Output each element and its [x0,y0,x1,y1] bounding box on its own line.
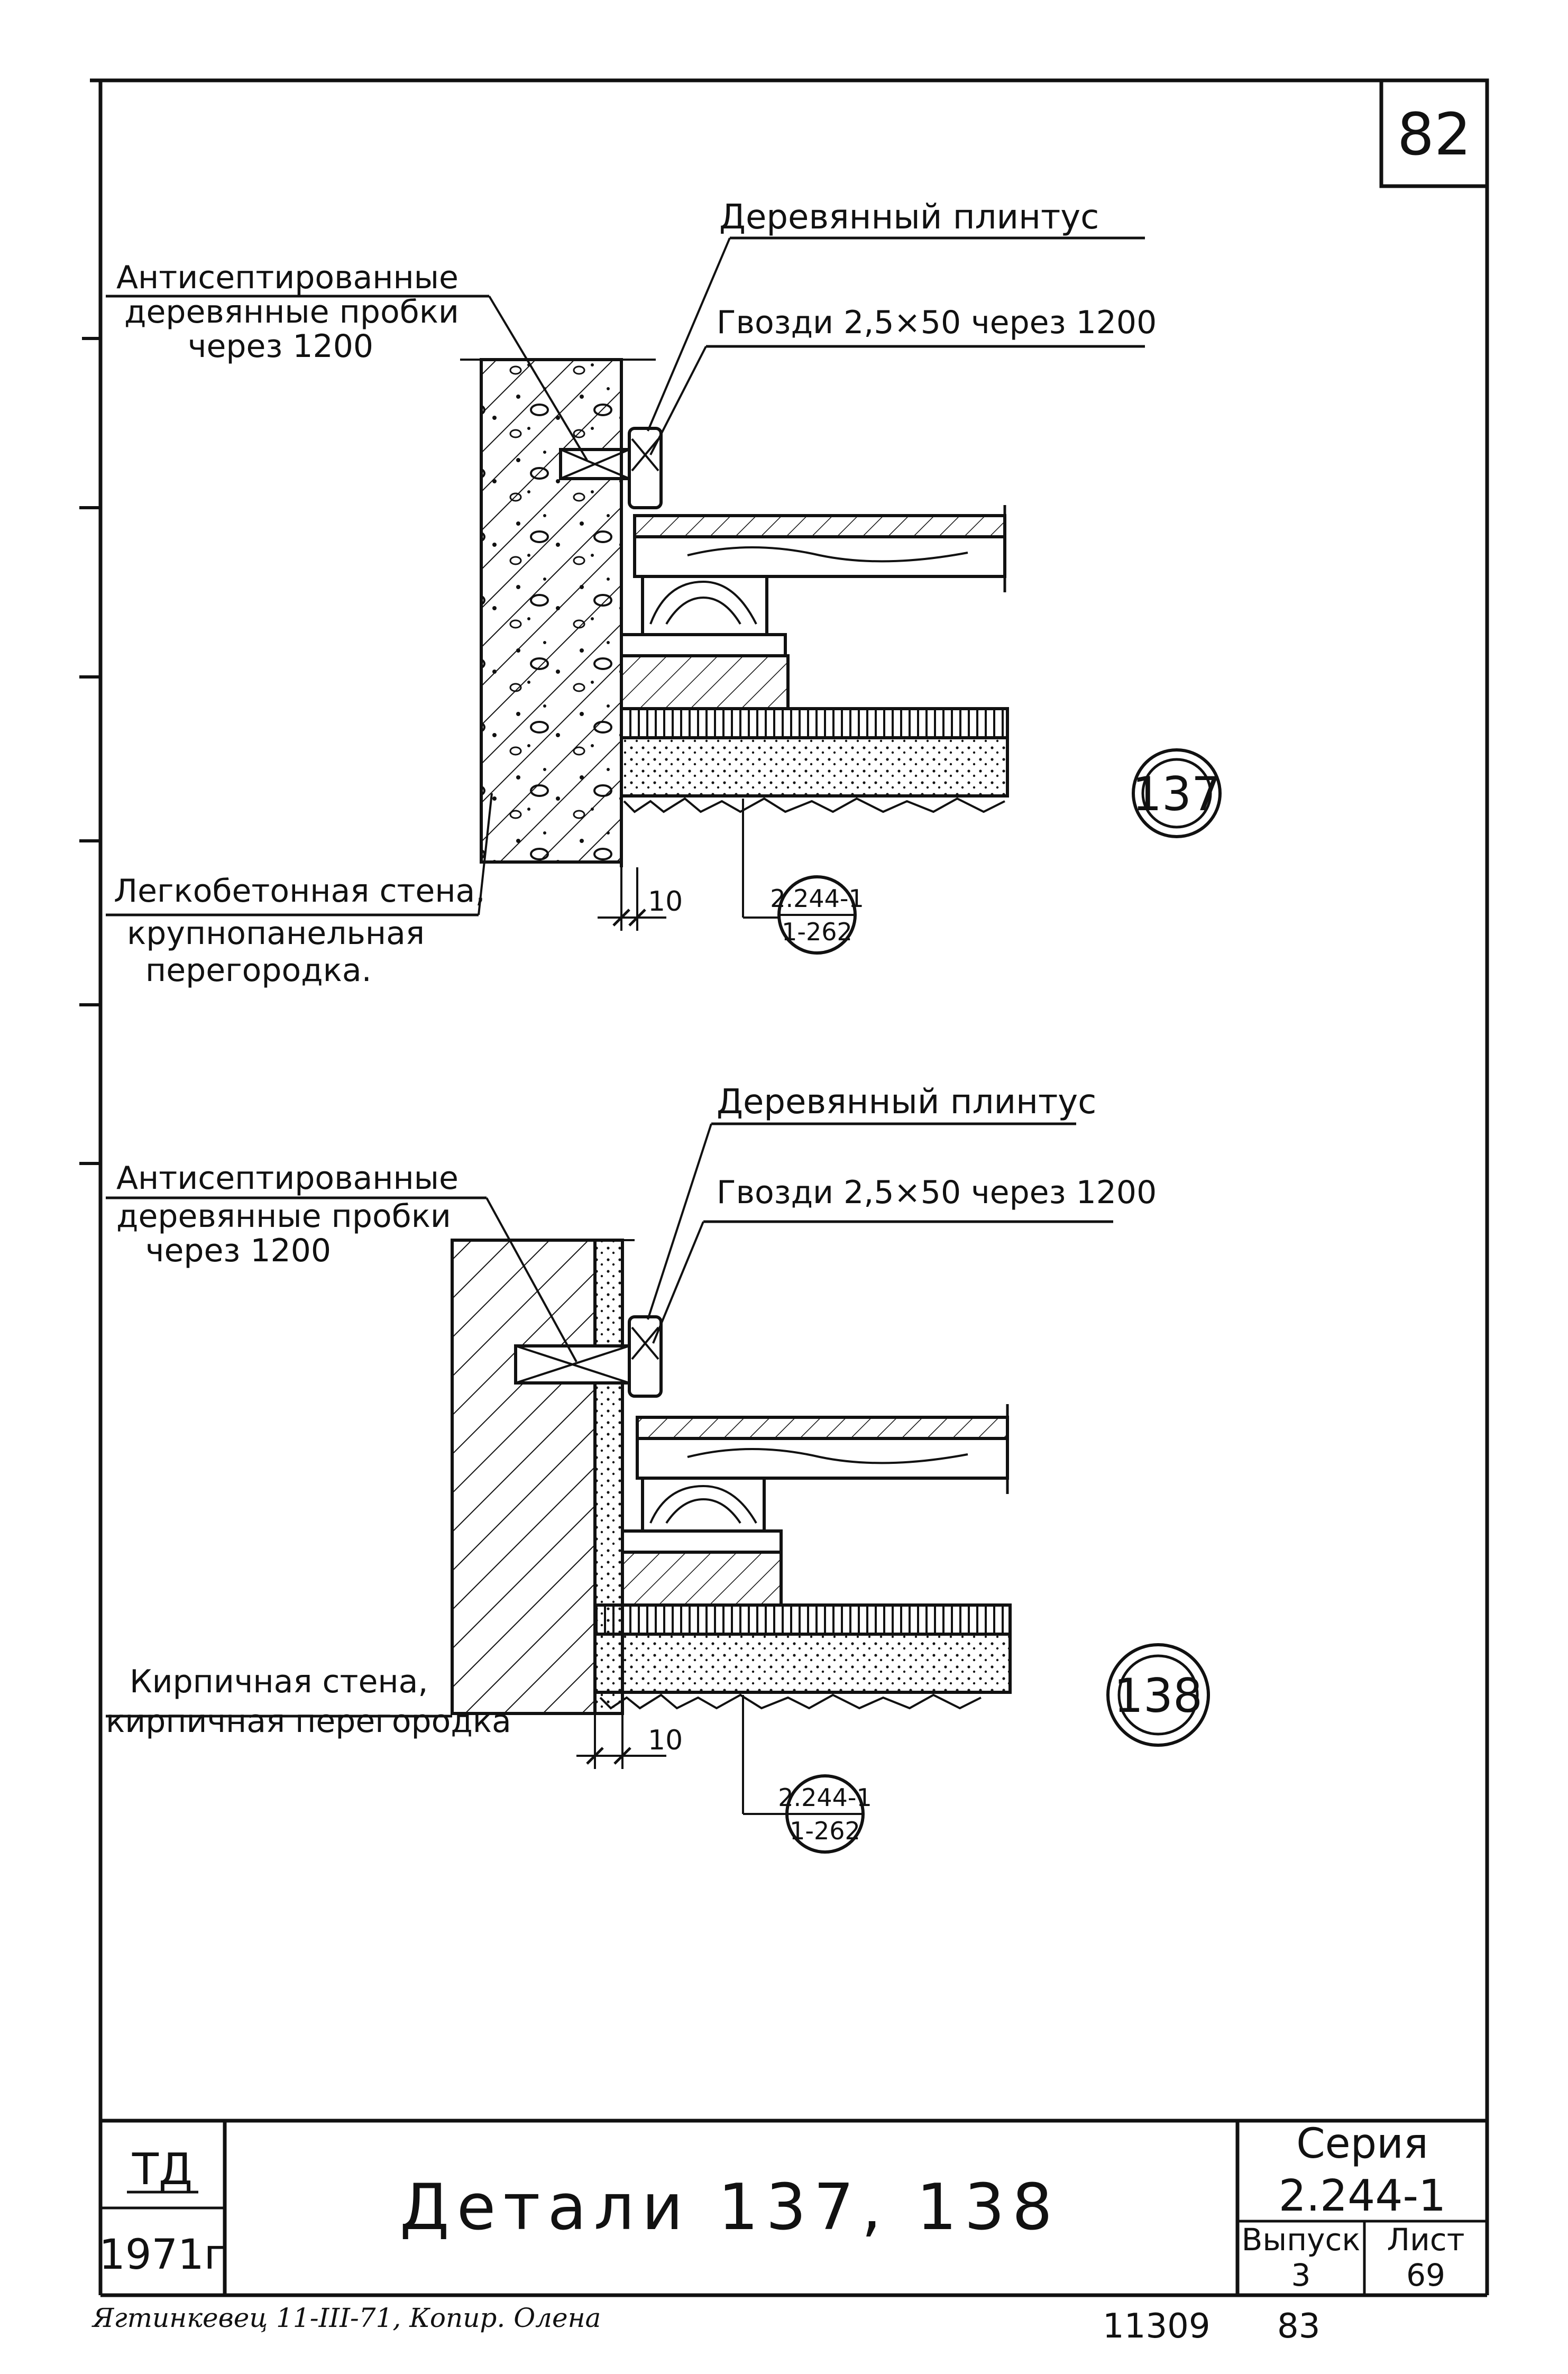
insulation-layer [593,1603,1012,1636]
svg-text:1-262: 1-262 [790,1817,860,1845]
drawing-title: Детали 137, 138 [400,2171,1060,2244]
detail-137: 10 2.244-1 1-262 137 Деревянный плинтус … [106,198,1222,989]
floor-slab [620,736,1009,798]
label-wall-2: крупнопанельная [127,915,425,952]
year: 1971г [99,2231,225,2279]
label-wall-2: кирпичная перегородка [106,1703,511,1740]
label-wall-3: перегородка. [145,952,372,989]
svg-text:137: 137 [1132,767,1221,821]
label-plugs-2: деревянные пробки [116,1198,451,1235]
dimension-10: 10 [648,1725,683,1756]
sheet-number-box: 82 [1379,78,1489,188]
brick-wall [451,1239,597,1715]
series-label: Серия [1296,2120,1428,2168]
svg-text:2.244-1: 2.244-1 [770,884,864,913]
label-nails: Гвозди 2,5×50 через 1200 [717,1174,1157,1211]
label-plugs-1: Антисептированные [116,1160,459,1197]
floor-board [636,1416,1009,1440]
label-nails: Гвозди 2,5×50 через 1200 [717,304,1157,341]
dimension-10: 10 [648,886,683,918]
detail-138: 10 2.244-1 1-262 138 Деревянный плинтус … [106,1083,1210,1854]
org-mark: ТД [132,2144,192,2195]
label-plinth: Деревянный плинтус [717,1083,1096,1122]
svg-text:138: 138 [1114,1669,1203,1723]
label-plugs-1: Антисептированные [116,259,459,296]
issue-label: Выпуск [1242,2222,1361,2258]
reference-bubble: 2.244-1 1-262 [778,1774,872,1854]
label-wall-1: Кирпичная стена, [130,1663,428,1700]
label-wall-1: Легкобетонная стена, [114,873,485,910]
insulation-layer [620,707,1009,739]
handwritten-note: Ягтинкевец 11-III-71, Копир. Олена [91,2303,601,2333]
sub-slab [620,654,790,710]
label-plugs-2: деревянные пробки [124,294,459,331]
label-plugs-3: через 1200 [188,328,373,365]
sheet-frame [79,78,1489,2297]
floor-slab [593,1633,1012,1694]
series-number: 2.244-1 [1279,2171,1446,2221]
detail-number-138: 138 [1106,1643,1210,1747]
issue-number: 3 [1291,2257,1311,2293]
sheet-number: 82 [1397,100,1471,168]
label-plugs-3: через 1200 [145,1232,331,1269]
svg-text:1-262: 1-262 [782,918,852,946]
label-plinth: Деревянный плинтус [719,198,1099,237]
sub-slab [621,1551,783,1607]
sheet-value: 69 [1406,2257,1445,2293]
footer-code-1: 11309 [1103,2307,1211,2346]
footer-code-2: 83 [1277,2307,1320,2346]
title-block: ТД 1971г Детали 137, 138 Серия 2.244-1 В… [99,2119,1487,2295]
sheet-label: Лист [1387,2222,1465,2258]
reference-bubble: 2.244-1 1-262 [770,875,864,955]
detail-number-137: 137 [1132,748,1222,838]
floor-joist [641,575,768,636]
svg-text:2.244-1: 2.244-1 [778,1783,872,1812]
wooden-plinth [628,1315,663,1398]
floor-board [633,514,1006,538]
